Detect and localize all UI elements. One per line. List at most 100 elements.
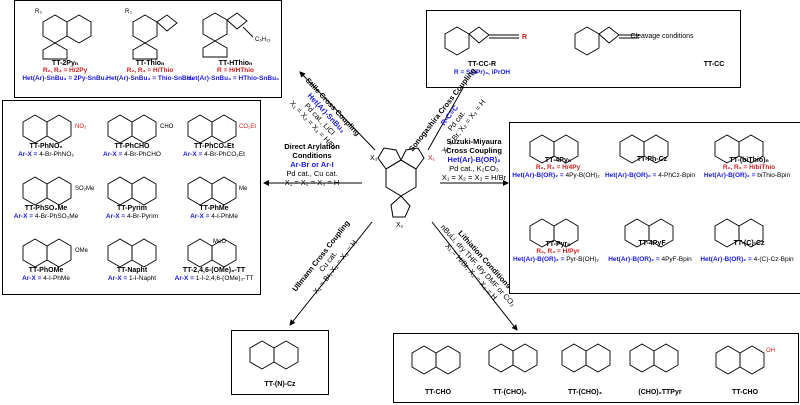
direct-product-6-reagent-prefix: Ar-X =: [190, 213, 212, 220]
suzuki-cond-2: X₁ = X₂ = X₃ = H/Br: [441, 173, 507, 182]
suzuki-product-5-reagent-prefix: Het(Ar)-B(OR)₂ =: [608, 256, 662, 263]
direct-conditions: Direct Arylation Conditions Ar-Br or Ar-…: [262, 142, 362, 187]
direct-product-5-reagent: Ar-X = 4-Br-Pyrim: [88, 213, 176, 220]
stille-product-3-name: TT-HThioₙ: [218, 60, 253, 67]
stille-product-2-r: R₂, R₃ = H/Thio: [126, 67, 174, 74]
suzuki-product-1-reagent-value: 4Py-B(OH)₂: [565, 172, 600, 179]
direct-product-8-reagent-value: 1-I-Napht: [129, 275, 157, 282]
direct-product-8-reagent: Ar-X = 1-I-Napht: [88, 275, 176, 282]
direct-title-2: Conditions: [292, 151, 332, 160]
suzuki-product-6-name: TT-(C)-Cz: [733, 240, 765, 247]
suzuki-conditions: Suzuki-Miyaura Cross Coupling Het(Ar)-B(…: [434, 137, 514, 182]
stille-product-1-name: TT-2Pyₙ: [51, 60, 79, 67]
arrow-ullmann: [289, 221, 373, 326]
lithiation-product-4-name: (CHO)₂TTPyr: [638, 389, 682, 396]
suzuki-product-3-reagent-value: biThio-Bpin: [757, 172, 791, 179]
direct-product-2-name: TT-PhCHO: [114, 143, 150, 150]
direct-product-1-reagent-value: 4-Br-PhNO₂: [39, 151, 74, 158]
suzuki-structures: [529, 134, 764, 248]
direct-cond-2: X₁ = X₂ = X₃ = H: [284, 178, 340, 187]
direct-product-8-reagent-prefix: Ar-X =: [107, 275, 130, 282]
suzuki-product-2-name: TT-Ph-Cz: [636, 156, 668, 163]
suzuki-title-1: Suzuki-Miyaura: [446, 137, 502, 146]
direct-product-9-name: TT-2,4,6-(OMe)₃-TT: [182, 267, 246, 274]
suzuki-product-5-name: TT-4PyF: [638, 240, 666, 247]
arrow-lithiation: [431, 221, 518, 331]
lithiation-product-2-name: TT-(CHO)₂: [493, 389, 527, 396]
ullmann-structure: [249, 340, 299, 370]
sonogashira-products-box: R TT-CC-R R = Si(iPr)₃, iPrOH Cleavage c…: [426, 10, 741, 88]
suzuki-product-2-reagent-prefix: Het(Ar)-B(OR)₂ =: [604, 172, 659, 179]
stille-product-1-r: R₂, R₃ = H/2Py: [42, 67, 88, 74]
stille-product-3-reagent: Het(Ar)-SnBu₃ = HThio-SnBu₃: [186, 75, 280, 82]
direct-product-7-reagent-prefix: Ar-X =: [22, 275, 44, 282]
direct-product-4-reagent: Ar-X = 4-Br-PhSO₂Me: [2, 213, 90, 220]
suzuki-reagent: Het(Ar)-B(OR)₂: [447, 155, 501, 164]
ullmann-box: TT-(N)-Cz: [231, 330, 329, 395]
lithiation-product-5-name: TT-CHO: [731, 389, 759, 396]
ullmann-product-name: TT-(N)-Cz: [264, 381, 296, 388]
direct-product-3-reagent-value: 4-Br-PhCO₂Et: [204, 151, 245, 158]
direct-product-2-reagent-value: 4-Br-PhCHO: [124, 151, 161, 158]
sonogashira-product-1-name: TT-CC-R: [468, 61, 496, 68]
svg-text:R₃: R₃: [35, 9, 42, 15]
stille-product-3-r: R = H/HThio: [216, 67, 254, 74]
lithiation-box: OH: [393, 333, 799, 403]
center-molecule: X₃ X₁ X₂: [370, 147, 436, 228]
center-x3: X₃: [370, 155, 378, 162]
direct-reagent: Ar-Br or Ar-I: [290, 160, 334, 169]
stille-hthio-chain: C₆H₁₃: [255, 37, 271, 43]
direct-product-7-reagent: Ar-X = 4-I-PhMe: [2, 275, 90, 282]
suzuki-product-4-reagent: Het(Ar)-B(OR)₂ = Pyr-B(OH)₂: [503, 256, 609, 263]
direct-structures: NO₂ CHO CO₂Et SO₂Me Me OMe MeO: [22, 114, 256, 268]
suzuki-product-1-reagent-prefix: Het(Ar)-B(OR)₂ =: [512, 172, 566, 179]
direct-product-4-reagent-prefix: Ar-X =: [13, 213, 35, 220]
suzuki-box: [509, 122, 800, 294]
suzuki-product-2-reagent-value: 4-PhCz-Bpin: [658, 172, 696, 179]
sub-co2et: CO₂Et: [239, 124, 256, 130]
direct-product-4-name: TT-PhSO₂Me: [24, 205, 68, 212]
stille-product-2-reagent: Het(Ar)-SnBu₃ = Thio-SnBu₃: [106, 75, 194, 82]
suzuki-product-6-reagent-prefix: Het(Ar)-B(OR)₂ =: [700, 256, 754, 263]
direct-arylation-box: NO₂ CHO CO₂Et SO₂Me Me OMe MeO: [2, 100, 261, 295]
suzuki-product-5-reagent: Het(Ar)-B(OR)₂ = 4PyF-Bpin: [597, 256, 703, 263]
direct-product-9-reagent-value: 1-I-2,4,6-(OMe)₃-TT: [195, 275, 254, 282]
sub-ome: OMe: [75, 248, 89, 254]
direct-product-7-name: TT-PhOMe: [28, 267, 64, 274]
suzuki-product-3-r: R₂, R₃ = H/biThio: [722, 164, 776, 171]
svg-text:R: R: [522, 34, 527, 41]
center-x2: X₂: [396, 222, 404, 228]
lithiation-structures: OH: [411, 343, 775, 375]
suzuki-product-6-reagent: Het(Ar)-B(OR)₂ = 4-(C)-Cz-Bpin: [694, 256, 800, 263]
sub-me: Me: [239, 186, 248, 192]
sub-so2me: SO₂Me: [75, 186, 95, 192]
lith-sub-oh: OH: [766, 348, 775, 354]
suzuki-product-2-reagent: Het(Ar)-B(OR)₂ = 4-PhCz-Bpin: [597, 172, 703, 179]
direct-product-4-reagent-value: 4-Br-PhSO₂Me: [34, 213, 79, 220]
direct-product-6-reagent-value: 4-I-PhMe: [211, 213, 238, 220]
sonogashira-structures: R: [444, 26, 639, 56]
direct-product-3-name: TT-PhCO₂Et: [193, 143, 235, 150]
direct-product-9-reagent: Ar-X = 1-I-2,4,6-(OMe)₃-TT: [170, 275, 258, 282]
sub-meo: MeO: [213, 239, 226, 245]
stille-products-box: R₃ R₃ C₆H₁₃ TT-2Pyₙ R₂, R₃ = H/2Py Het(Ar…: [14, 0, 282, 98]
direct-product-5-reagent-value: 4-Br-Pyrim: [127, 213, 159, 220]
direct-product-6-name: TT-PhMe: [199, 205, 229, 212]
direct-product-1-name: TT-PhNO₂: [29, 143, 63, 150]
direct-product-2-reagent-prefix: Ar-X =: [103, 151, 125, 158]
sub-no2: NO₂: [75, 124, 87, 130]
lithiation-product-1-name: TT-CHO: [424, 389, 452, 396]
suzuki-product-3-reagent: Het(Ar)-B(OR)₂ = biThio-Bpin: [694, 172, 800, 179]
direct-cond-1: Pd cat., Cu cat.: [286, 169, 338, 178]
sonogashira-cleavage: Cleavage conditions: [630, 33, 694, 40]
sub-cho: CHO: [160, 124, 174, 130]
suzuki-product-4-reagent-value: Pyr-B(OH)₂: [566, 256, 600, 263]
suzuki-product-4-reagent-prefix: Het(Ar)-B(OR)₂ =: [512, 256, 567, 263]
svg-text:R₃: R₃: [125, 9, 132, 15]
suzuki-cond-1: Pd cat., K₂CO₃: [449, 164, 499, 173]
suzuki-title-2: Cross Coupling: [446, 146, 502, 155]
suzuki-product-3-name: TT-(biThio)ₙ: [729, 157, 769, 164]
direct-product-3-reagent: Ar-X = 4-Br-PhCO₂Et: [170, 151, 258, 158]
direct-product-1-reagent: Ar-X = 4-Br-PhNO₂: [2, 151, 90, 158]
direct-product-5-reagent-prefix: Ar-X =: [105, 213, 128, 220]
